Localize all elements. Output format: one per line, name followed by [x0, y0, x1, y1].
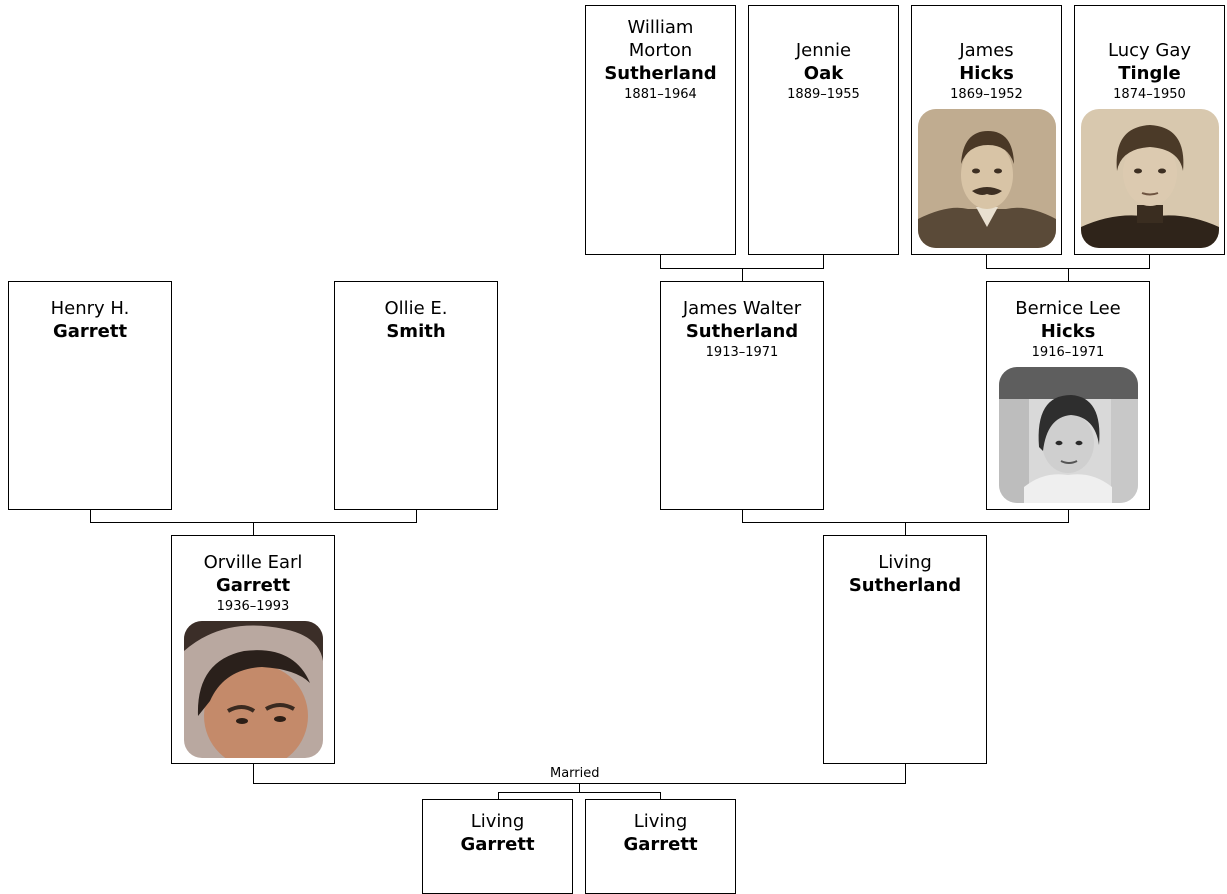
marriage-label: Married: [550, 766, 600, 781]
surname: Garrett: [52, 321, 128, 342]
surname: Oak: [803, 63, 844, 84]
person-card-james-hicks[interactable]: James Hicks 1869–1952: [911, 5, 1062, 255]
surname: Sutherland: [848, 575, 962, 596]
given-name: Living: [470, 811, 525, 832]
life-dates: 1936–1993: [216, 599, 290, 614]
given-name: Lucy Gay: [1107, 40, 1192, 61]
given-name: Bernice Lee: [1015, 298, 1121, 319]
portrait-photo[interactable]: [1080, 109, 1219, 248]
portrait-photo[interactable]: [917, 109, 1056, 248]
surname: Hicks: [1040, 321, 1096, 342]
person-card-living-garrett-1[interactable]: Living Garrett: [422, 799, 573, 894]
person-card-lucy-gay-tingle[interactable]: Lucy Gay Tingle 1874–1950: [1074, 5, 1225, 255]
person-card-henry-h-garrett[interactable]: Henry H. Garrett: [8, 281, 172, 510]
person-card-bernice-lee-hicks[interactable]: Bernice Lee Hicks 1916–1971: [986, 281, 1150, 510]
surname: Tingle: [1118, 63, 1181, 84]
given-name: James: [959, 40, 1014, 61]
surname: Garrett: [623, 834, 698, 855]
given-name: Orville Earl: [203, 552, 303, 573]
surname: Smith: [386, 321, 446, 342]
life-dates: 1889–1955: [787, 87, 860, 102]
person-card-james-walter-sutherland[interactable]: James Walter Sutherland 1913–1971: [660, 281, 824, 510]
person-card-jennie-oak[interactable]: Jennie Oak 1889–1955: [748, 5, 899, 255]
person-card-living-garrett-2[interactable]: Living Garrett: [585, 799, 736, 894]
surname: Sutherland: [685, 321, 799, 342]
life-dates: 1916–1971: [1031, 345, 1105, 360]
person-card-living-sutherland[interactable]: Living Sutherland: [823, 535, 987, 764]
life-dates: 1913–1971: [705, 345, 779, 360]
person-card-orville-earl-garrett[interactable]: Orville Earl Garrett 1936–1993: [171, 535, 335, 764]
given-name: William Morton: [627, 17, 694, 61]
given-name: Living: [633, 811, 688, 832]
surname: Garrett: [215, 575, 291, 596]
surname: Garrett: [460, 834, 535, 855]
life-dates: 1869–1952: [950, 87, 1023, 102]
life-dates: 1874–1950: [1113, 87, 1186, 102]
person-card-william-morton-sutherland[interactable]: William Morton Sutherland 1881–1964: [585, 5, 736, 255]
surname: Hicks: [959, 63, 1014, 84]
person-card-ollie-e-smith[interactable]: Ollie E. Smith: [334, 281, 498, 510]
given-name: Henry H.: [50, 298, 130, 319]
life-dates: 1881–1964: [624, 87, 697, 102]
portrait-photo[interactable]: [998, 367, 1138, 503]
given-name: Jennie: [795, 40, 852, 61]
surname: Sutherland: [604, 63, 717, 84]
given-name: Ollie E.: [384, 298, 448, 319]
given-name: Living: [878, 552, 932, 573]
given-name: James Walter: [682, 298, 802, 319]
portrait-photo[interactable]: [183, 621, 323, 758]
